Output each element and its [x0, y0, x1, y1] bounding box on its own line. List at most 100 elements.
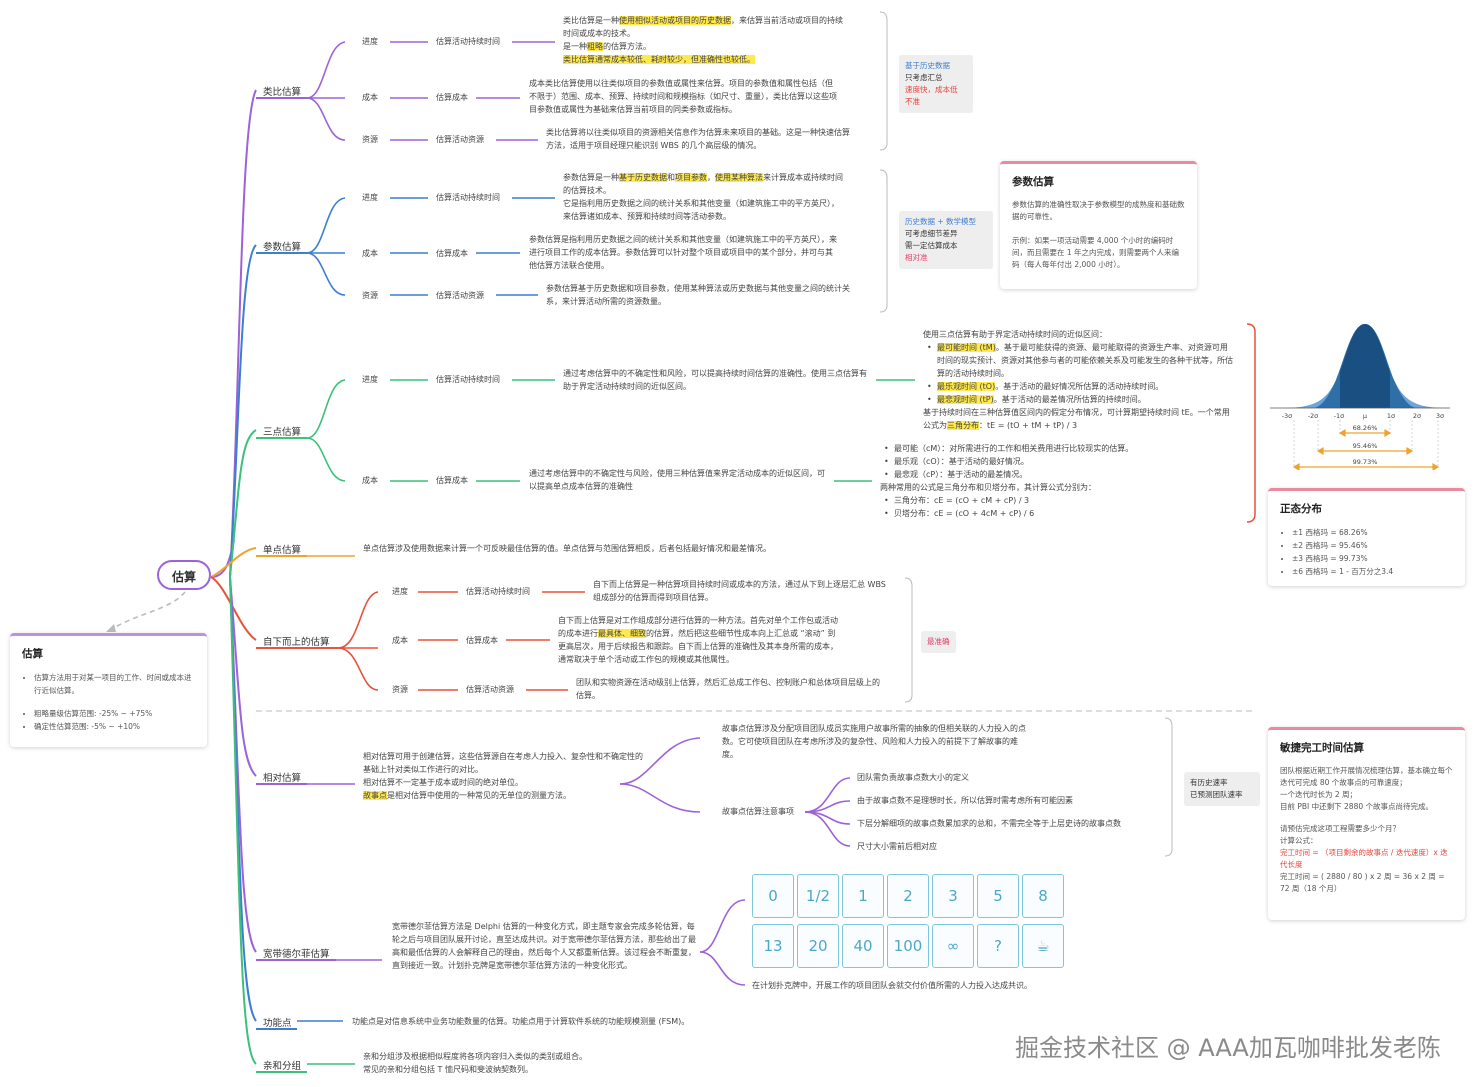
threepoint-schedule-level[interactable]: 进度 [362, 375, 378, 384]
parametric-schedule-level[interactable]: 进度 [362, 193, 378, 202]
planning-poker-card: 0 [752, 874, 794, 918]
parametric-resource-item[interactable]: 估算活动资源 [436, 291, 484, 300]
threepoint-schedule-item[interactable]: 估算活动持续时间 [436, 375, 500, 384]
analogy-schedule-level[interactable]: 进度 [362, 37, 378, 46]
band-label: 95.46% [1353, 442, 1378, 450]
relative-label[interactable]: 相对估算 [263, 773, 302, 784]
tick-label: 2σ [1413, 412, 1421, 420]
bottomup-resource-item[interactable]: 估算活动资源 [466, 685, 514, 694]
planning-poker-card: 20 [797, 924, 839, 968]
tick-label: -1σ [1334, 412, 1345, 420]
analogy-resource-item[interactable]: 估算活动资源 [436, 135, 484, 144]
band-label: 68.26% [1353, 424, 1378, 432]
agile-card: 敏捷完工时间估算 团队根据近期工作开展情况梳理估算，基本确立每个迭代可完成 80… [1268, 727, 1465, 920]
relative-text: 相对估算可用于创建估算，这些估算源自在考虑人力投入、复杂性和不确定性的 基础上针… [363, 752, 643, 800]
analogy-line-1: 类比估算是一种使用相似活动或项目的历史数据，来估算当前活动或项目的持续 [563, 16, 843, 25]
parametric-schedule-item[interactable]: 估算活动持续时间 [436, 193, 500, 202]
parametric-cost-item[interactable]: 估算成本 [436, 249, 468, 258]
affinity-text: 亲和分组涉及根据相似程度将各项内容归入类似的类别或组合。 常见的亲和分组包括 T… [363, 1052, 587, 1074]
band-label: 99.73% [1353, 458, 1378, 466]
parametric-tag: 历史数据 + 数学模型 可考虑细节差异 需一定估算成本 相对准 [899, 211, 993, 269]
watermark: 掘金技术社区 @ AAA加瓦咖啡批发老陈 [1015, 1034, 1441, 1062]
single-label[interactable]: 单点估算 [263, 545, 302, 556]
parametric-resource-level[interactable]: 资源 [362, 291, 378, 300]
analogy-line-3: 是一种粗略的估算方法。 [563, 42, 651, 51]
normal-distribution-figure: -3σ -2σ -1σ μ 1σ 2σ 3σ 68.26% 95.46% 99.… [1270, 324, 1450, 470]
planning-poker-card: 13 [752, 924, 794, 968]
coffee-card-icon: ☕ [1022, 924, 1064, 968]
delphi-caption: 在计划扑克牌中，开展工作的项目团队会就交付价值所需的人力投入达成共识。 [752, 981, 1032, 990]
threepoint-label[interactable]: 三点估算 [263, 427, 302, 438]
tick-label: 3σ [1436, 412, 1444, 420]
bottomup-cost-text: 自下而上估算是对工作组成部分进行估算的一种方法。首先对单个工作包或活动 的成本进… [558, 616, 838, 664]
sigma-item: ±2 西格玛 = 95.46% [1292, 539, 1453, 552]
planning-poker-card: ∞ [932, 924, 974, 968]
analogy-line-2: 时间或成本的技术。 [563, 29, 635, 38]
planning-poker-card: 3 [932, 874, 974, 918]
analogy-resource-level[interactable]: 资源 [362, 135, 378, 144]
normal-card: 正态分布 ±1 西格玛 = 68.26% ±2 西格玛 = 95.46% ±3 … [1268, 488, 1465, 586]
analogy-tag: 基于历史数据 只考虑汇总 速度快，成本低 不准 [899, 55, 973, 113]
single-text: 单点估算涉及使用数据来计算一个可反映最佳估算的值。单点估算与范围估算相反，后者包… [363, 544, 771, 553]
delphi-text: 宽带德尔菲估算方法是 Delphi 估算的一种变化方式，即主题专家会完成多轮估算… [392, 922, 696, 970]
threepoint-cost-item[interactable]: 估算成本 [436, 476, 468, 485]
analogy-line-4: 类比估算通常成本较低、耗时较少，但准确性也较低。 [563, 55, 755, 64]
summary-title: 估算 [22, 648, 43, 660]
sigma-item: ±3 西格玛 = 99.73% [1292, 552, 1453, 565]
summary-item: 确定性估算范围: -5% ~ +10% [34, 720, 195, 733]
fp-label[interactable]: 功能点 [263, 1018, 292, 1029]
storypoint-attention[interactable]: 故事点估算注意事项 [722, 807, 794, 816]
tick-label: -2σ [1308, 412, 1319, 420]
threepoint-cost-level[interactable]: 成本 [362, 476, 378, 485]
storypoint-note: 由于故事点数不是理想时长，所以估算时需考虑所有可能因素 [857, 796, 1073, 805]
tick-label: μ [1363, 412, 1367, 420]
fp-text: 功能点是对信息系统中业务功能数量的估算。功能点用于计算软件系统的功能规模测量 (… [352, 1017, 690, 1026]
analogy-schedule-text: 类比估算是一种使用相似活动或项目的历史数据，来估算当前活动或项目的持续 时间或成… [563, 14, 843, 66]
analogy-cost-item[interactable]: 估算成本 [436, 93, 468, 102]
sigma-item: ±6 西格玛 = 1 - 百万分之3.4 [1292, 565, 1453, 578]
parametric-label[interactable]: 参数估算 [263, 242, 302, 253]
sigma-item: ±1 西格玛 = 68.26% [1292, 526, 1453, 539]
bottomup-tag: 最准确 [921, 631, 956, 653]
planning-poker-card: 8 [1022, 874, 1064, 918]
bottomup-resource-text: 团队和实物资源在活动级别上估算，然后汇总成工作包、控制账户和总体项目层级上的估算… [576, 678, 880, 700]
planning-poker-card: 1 [842, 874, 884, 918]
summary-item: 估算方法用于对某一项目的工作、时间或成本进行近似估算。 [34, 671, 195, 697]
planning-poker-card: ? [977, 924, 1019, 968]
tick-label: 1σ [1387, 412, 1395, 420]
analogy-schedule-item[interactable]: 估算活动持续时间 [436, 37, 500, 46]
bell-inner [1340, 324, 1390, 408]
bottomup-resource-level[interactable]: 资源 [392, 685, 408, 694]
storypoint-note: 团队需负责故事点数大小的定义 [857, 773, 969, 782]
bottomup-schedule-level[interactable]: 进度 [392, 587, 408, 596]
planning-poker-card: 1/2 [797, 874, 839, 918]
storypoint-text: 故事点估算涉及分配项目团队成员实施用户故事所需的抽象的但相关联的人力投入的点数。… [722, 724, 1026, 759]
summary-card: 估算 估算方法用于对某一项目的工作、时间或成本进行近似估算。 粗略量级估算范围:… [10, 633, 207, 747]
analogy-highlight-rough: 粗略 [587, 42, 603, 51]
tick-label: -3σ [1282, 412, 1293, 420]
bottomup-schedule-item[interactable]: 估算活动持续时间 [466, 587, 530, 596]
analogy-cost-level[interactable]: 成本 [362, 93, 378, 102]
planning-poker-card: 5 [977, 874, 1019, 918]
analogy-resource-text: 类比估算将以往类似项目的资源相关信息作为估算未来项目的基础。这是一种快速估算方法… [546, 128, 850, 150]
parametric-cost-level[interactable]: 成本 [362, 249, 378, 258]
bottomup-schedule-text: 自下而上估算是一种估算项目持续时间或成本的方法，通过从下到上逐层汇总 WBS 组… [593, 580, 886, 602]
bottomup-label[interactable]: 自下而上的估算 [263, 637, 330, 648]
parametric-card: 参数估算 参数估算的准确性取决于参数模型的成熟度和基础数据的可靠性。 示例：如果… [1000, 161, 1197, 289]
planning-poker-card: 2 [887, 874, 929, 918]
bottomup-cost-level[interactable]: 成本 [392, 636, 408, 645]
threepoint-schedule-text: 通过考虑估算中的不确定性和风险，可以提高持续时间估算的准确性。使用三点估算有助于… [563, 369, 867, 391]
storypoint-note: 尺寸大小需前后相对应 [857, 842, 937, 851]
analogy-highlight: 使用相似活动或项目的历史数据 [619, 16, 731, 25]
bottomup-cost-item[interactable]: 估算成本 [466, 636, 498, 645]
root-node[interactable]: 估算 [157, 560, 211, 590]
threepoint-cost-detail: •最可能（cM）：对所需进行的工作和相关费用进行比较现实的估算。 •最乐观（cO… [880, 444, 1134, 518]
relative-tag: 有历史速率 已预测团队速率 [1184, 772, 1260, 806]
analogy-label[interactable]: 类比估算 [263, 87, 302, 98]
storypoint-note: 下层分解细项的故事点数累加求的总和，不需完全等于上层史诗的故事点数 [857, 819, 1121, 828]
parametric-schedule-text: 参数估算是一种基于历史数据和项目参数，使用某种算法来计算成本或持续时间 的估算技… [563, 173, 843, 221]
delphi-label[interactable]: 宽带德尔菲估算 [263, 949, 330, 960]
affinity-label[interactable]: 亲和分组 [263, 1061, 302, 1072]
threepoint-cost-text: 通过考虑估算中的不确定性与风险，使用三种估算值来界定活动成本的近似区间，可以提高… [529, 469, 825, 491]
